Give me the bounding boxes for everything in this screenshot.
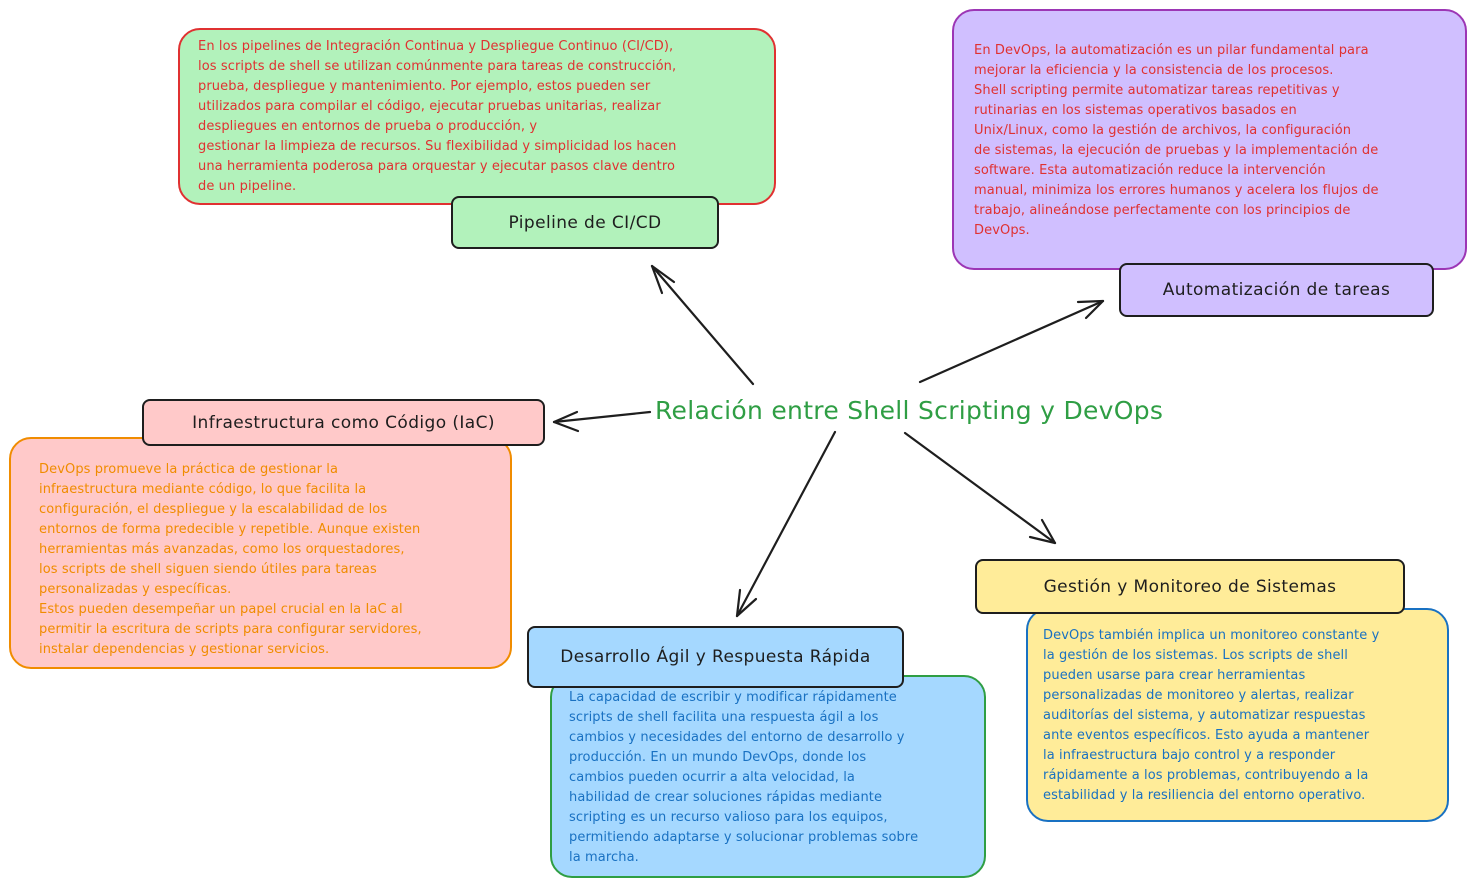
desarrollo-description: La capacidad de escribir y modificar ráp… bbox=[550, 675, 986, 878]
iac-description: DevOps promueve la práctica de gestionar… bbox=[9, 437, 512, 669]
monitoreo-description: DevOps también implica un monitoreo cons… bbox=[1026, 608, 1449, 822]
cicd-description: En los pipelines de Integración Continua… bbox=[178, 28, 776, 205]
arrow-to-desarrollo bbox=[735, 430, 837, 618]
arrow-to-iac bbox=[552, 410, 652, 433]
desarrollo-node[interactable]: Desarrollo Ágil y Respuesta Rápida bbox=[527, 626, 904, 688]
arrow-to-monitoreo bbox=[903, 431, 1057, 545]
central-topic: Relación entre Shell Scripting y DevOps bbox=[655, 395, 1164, 425]
arrow-to-automatizacion bbox=[918, 299, 1105, 384]
automatizacion-description: En DevOps, la automatización es un pilar… bbox=[952, 9, 1467, 270]
monitoreo-node[interactable]: Gestión y Monitoreo de Sistemas bbox=[975, 559, 1405, 614]
cicd-node[interactable]: Pipeline de CI/CD bbox=[451, 196, 719, 249]
arrow-to-cicd bbox=[650, 264, 755, 386]
automatizacion-node[interactable]: Automatización de tareas bbox=[1119, 263, 1434, 317]
iac-node[interactable]: Infraestructura como Código (IaC) bbox=[142, 399, 545, 446]
